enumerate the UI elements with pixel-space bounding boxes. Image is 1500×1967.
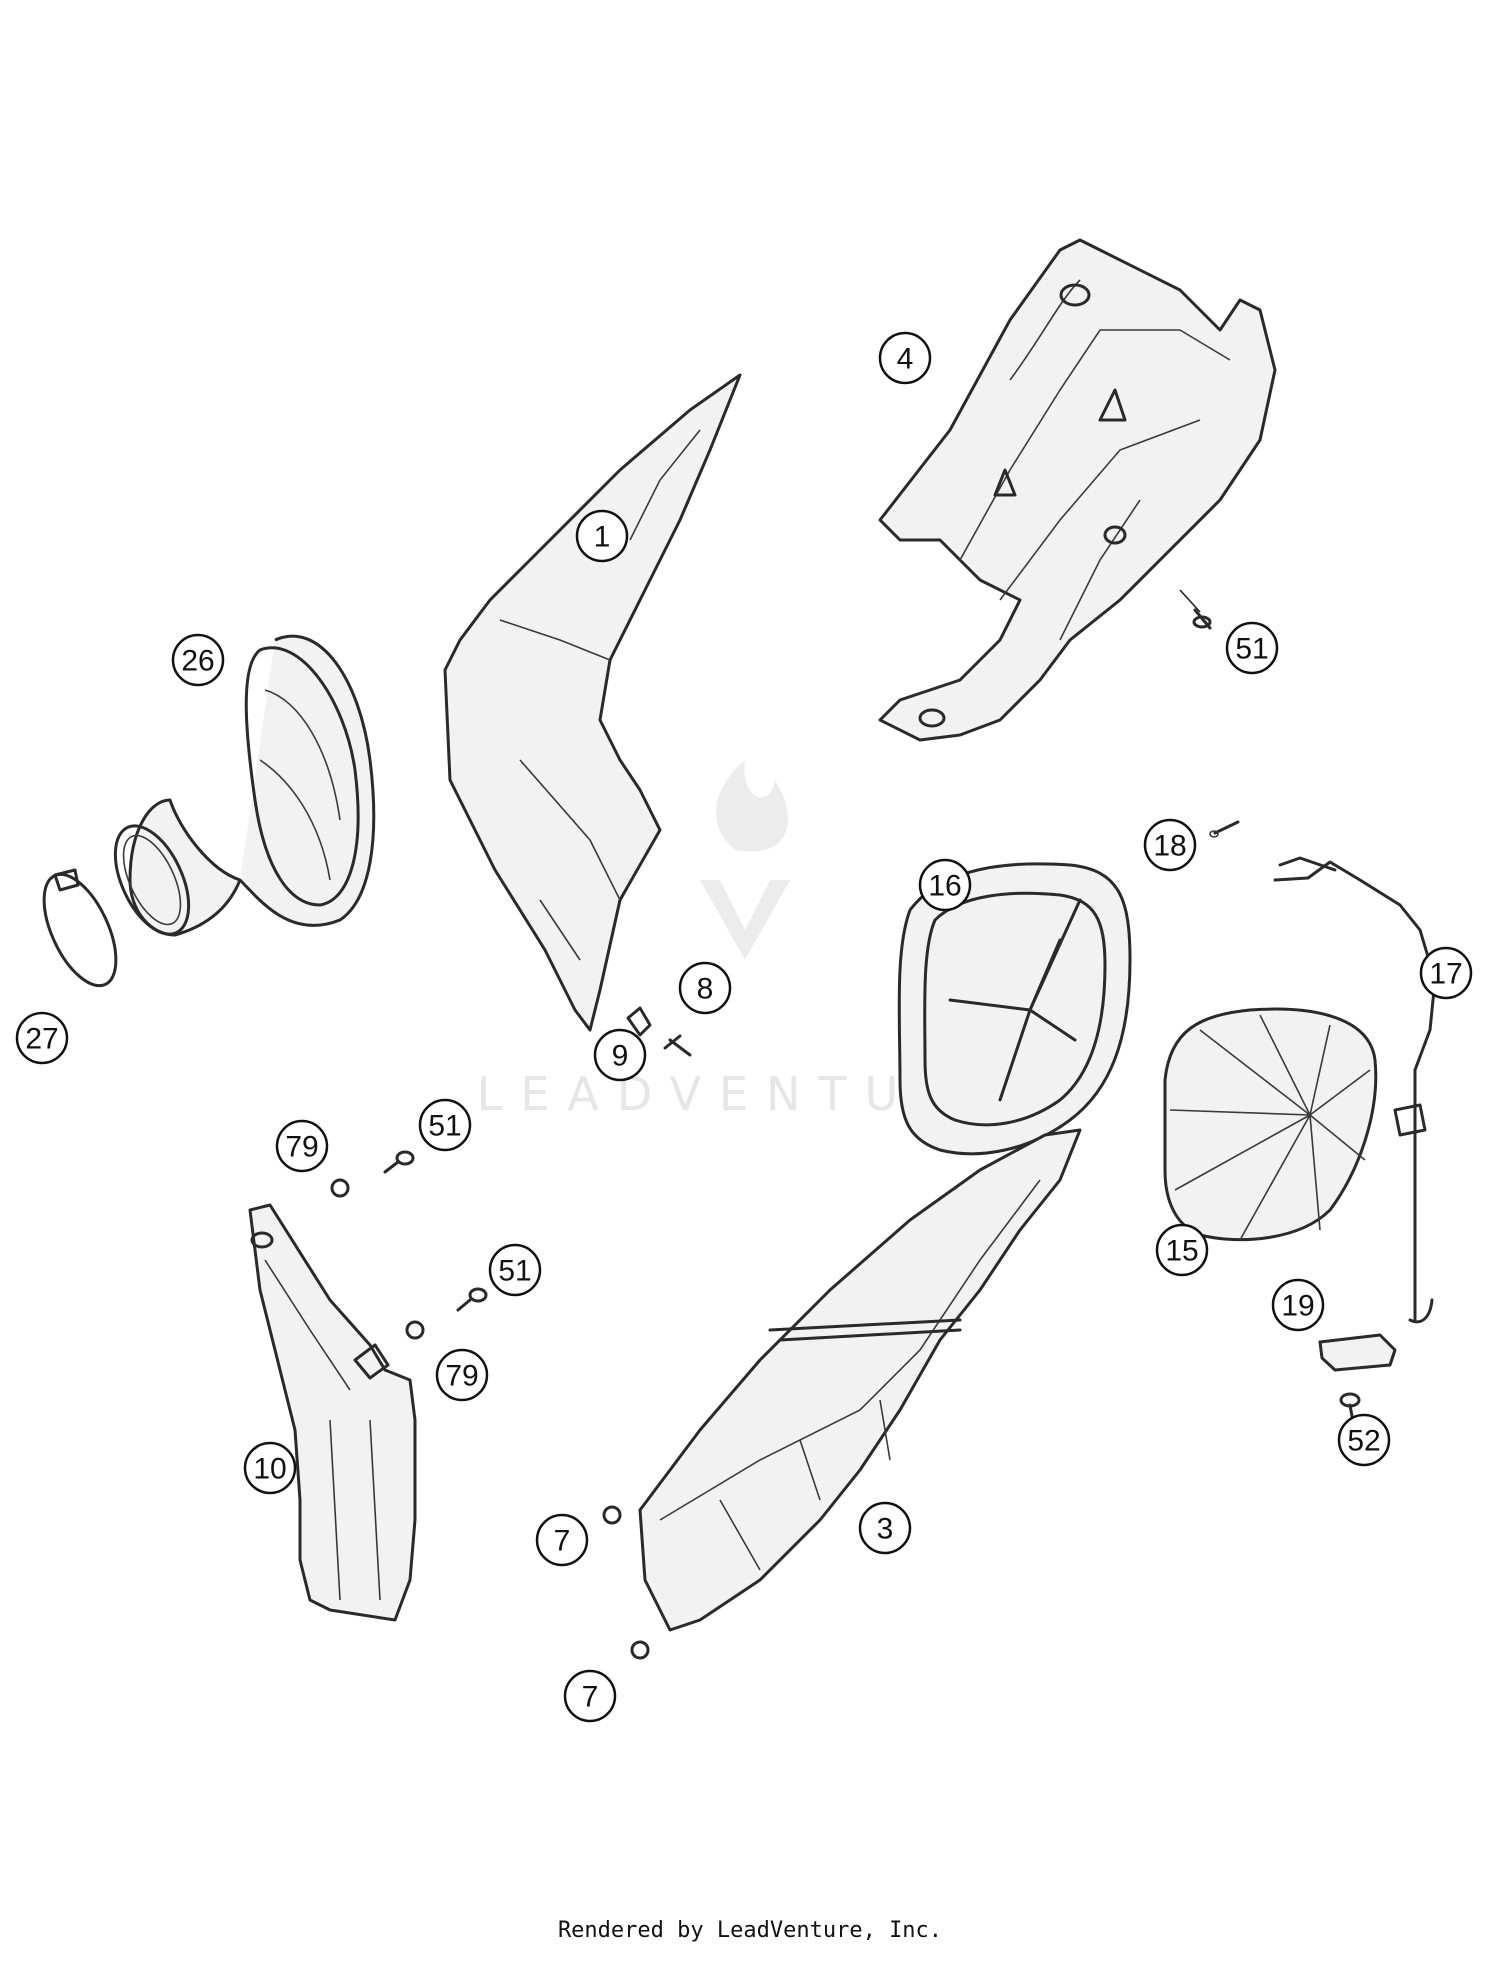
callout-4: 4 [878, 331, 932, 385]
callout-17: 17 [1419, 946, 1473, 1000]
callout-circle [1143, 818, 1197, 872]
callout-9: 9 [593, 1028, 647, 1082]
callout-circle [858, 1501, 912, 1555]
washer-part-79-lower [405, 1320, 425, 1340]
callout-8: 8 [678, 961, 732, 1015]
callout-number: 27 [25, 1023, 58, 1056]
callout-number: 26 [181, 645, 214, 678]
callout-number: 8 [697, 973, 714, 1006]
callout-7: 7 [563, 1669, 617, 1723]
callout-51: 51 [488, 1243, 542, 1297]
nut-part-7-upper [602, 1505, 622, 1525]
callout-circle [243, 1441, 297, 1495]
callout-circle [678, 961, 732, 1015]
callout-circle [1419, 946, 1473, 1000]
screw-part-51-upper [383, 1150, 415, 1174]
callout-19: 19 [1271, 1278, 1325, 1332]
callout-circle [15, 1011, 69, 1065]
callout-1: 1 [575, 509, 629, 563]
callout-number: 3 [877, 1513, 894, 1546]
callout-layer: 1 3 4 7 7 8 9 10 15 16 17 18 19 26 27 51 51 51 52 79 79 [15, 331, 1473, 1723]
callout-51: 51 [1225, 621, 1279, 675]
screw-part-51-lower [456, 1287, 488, 1312]
callout-52: 52 [1337, 1413, 1391, 1467]
air-filter-part-15 [1163, 1007, 1378, 1242]
callout-number: 18 [1153, 830, 1186, 863]
callout-number: 15 [1165, 1235, 1198, 1268]
callout-circle [535, 1513, 589, 1567]
plate-part-19 [1318, 1333, 1397, 1372]
callout-number: 9 [612, 1040, 629, 1073]
intake-boot-part-26 [113, 634, 376, 937]
callout-circle [1337, 1413, 1391, 1467]
side-cover-part-3 [638, 1128, 1082, 1632]
callout-circle [275, 1119, 329, 1173]
callout-circle [488, 1243, 542, 1297]
callout-number: 17 [1429, 958, 1462, 991]
callout-number: 19 [1281, 1290, 1314, 1323]
screw-part-8 [663, 1034, 692, 1057]
nut-part-7-lower [630, 1640, 650, 1660]
callout-circle [878, 331, 932, 385]
filter-cage-part-16 [897, 862, 1132, 1156]
filter-holder-part-17 [1273, 856, 1437, 1324]
clip-part-9 [626, 1006, 652, 1037]
callout-number: 16 [928, 870, 961, 903]
callout-circle [1155, 1223, 1209, 1277]
callout-3: 3 [858, 1501, 912, 1555]
callout-number: 51 [428, 1110, 461, 1143]
callout-number: 79 [285, 1131, 318, 1164]
callout-26: 26 [171, 633, 225, 687]
callout-circle [575, 509, 629, 563]
callout-circle [418, 1098, 472, 1152]
callout-circle [563, 1669, 617, 1723]
callout-circle [593, 1028, 647, 1082]
callout-number: 52 [1347, 1425, 1380, 1458]
callout-circle [171, 633, 225, 687]
callout-circle [918, 858, 972, 912]
callout-circle [435, 1348, 489, 1402]
callout-15: 15 [1155, 1223, 1209, 1277]
callout-number: 51 [1235, 633, 1268, 666]
washer-part-79-upper [330, 1178, 350, 1198]
footer-credit: Rendered by LeadVenture, Inc. [557, 1918, 943, 1943]
callout-circle [1271, 1278, 1325, 1332]
duct-part-10 [248, 1203, 417, 1622]
callout-18: 18 [1143, 818, 1197, 872]
shroud-part-1 [443, 373, 742, 1032]
callout-number: 7 [554, 1525, 571, 1558]
callout-27: 27 [15, 1011, 69, 1065]
pin-part-18 [1209, 820, 1240, 838]
clamp-part-27 [42, 868, 118, 988]
callout-16: 16 [918, 858, 972, 912]
callout-number: 79 [445, 1360, 478, 1393]
airbox-part-4 [878, 238, 1277, 742]
callout-number: 51 [498, 1255, 531, 1288]
callout-number: 4 [897, 343, 914, 376]
callout-circle [1225, 621, 1279, 675]
callout-7: 7 [535, 1513, 589, 1567]
callout-number: 1 [594, 521, 611, 554]
callout-79: 79 [435, 1348, 489, 1402]
callout-number: 7 [582, 1681, 599, 1714]
callout-79: 79 [275, 1119, 329, 1173]
callout-number: 10 [253, 1453, 286, 1486]
callout-10: 10 [243, 1441, 297, 1495]
callout-51: 51 [418, 1098, 472, 1152]
